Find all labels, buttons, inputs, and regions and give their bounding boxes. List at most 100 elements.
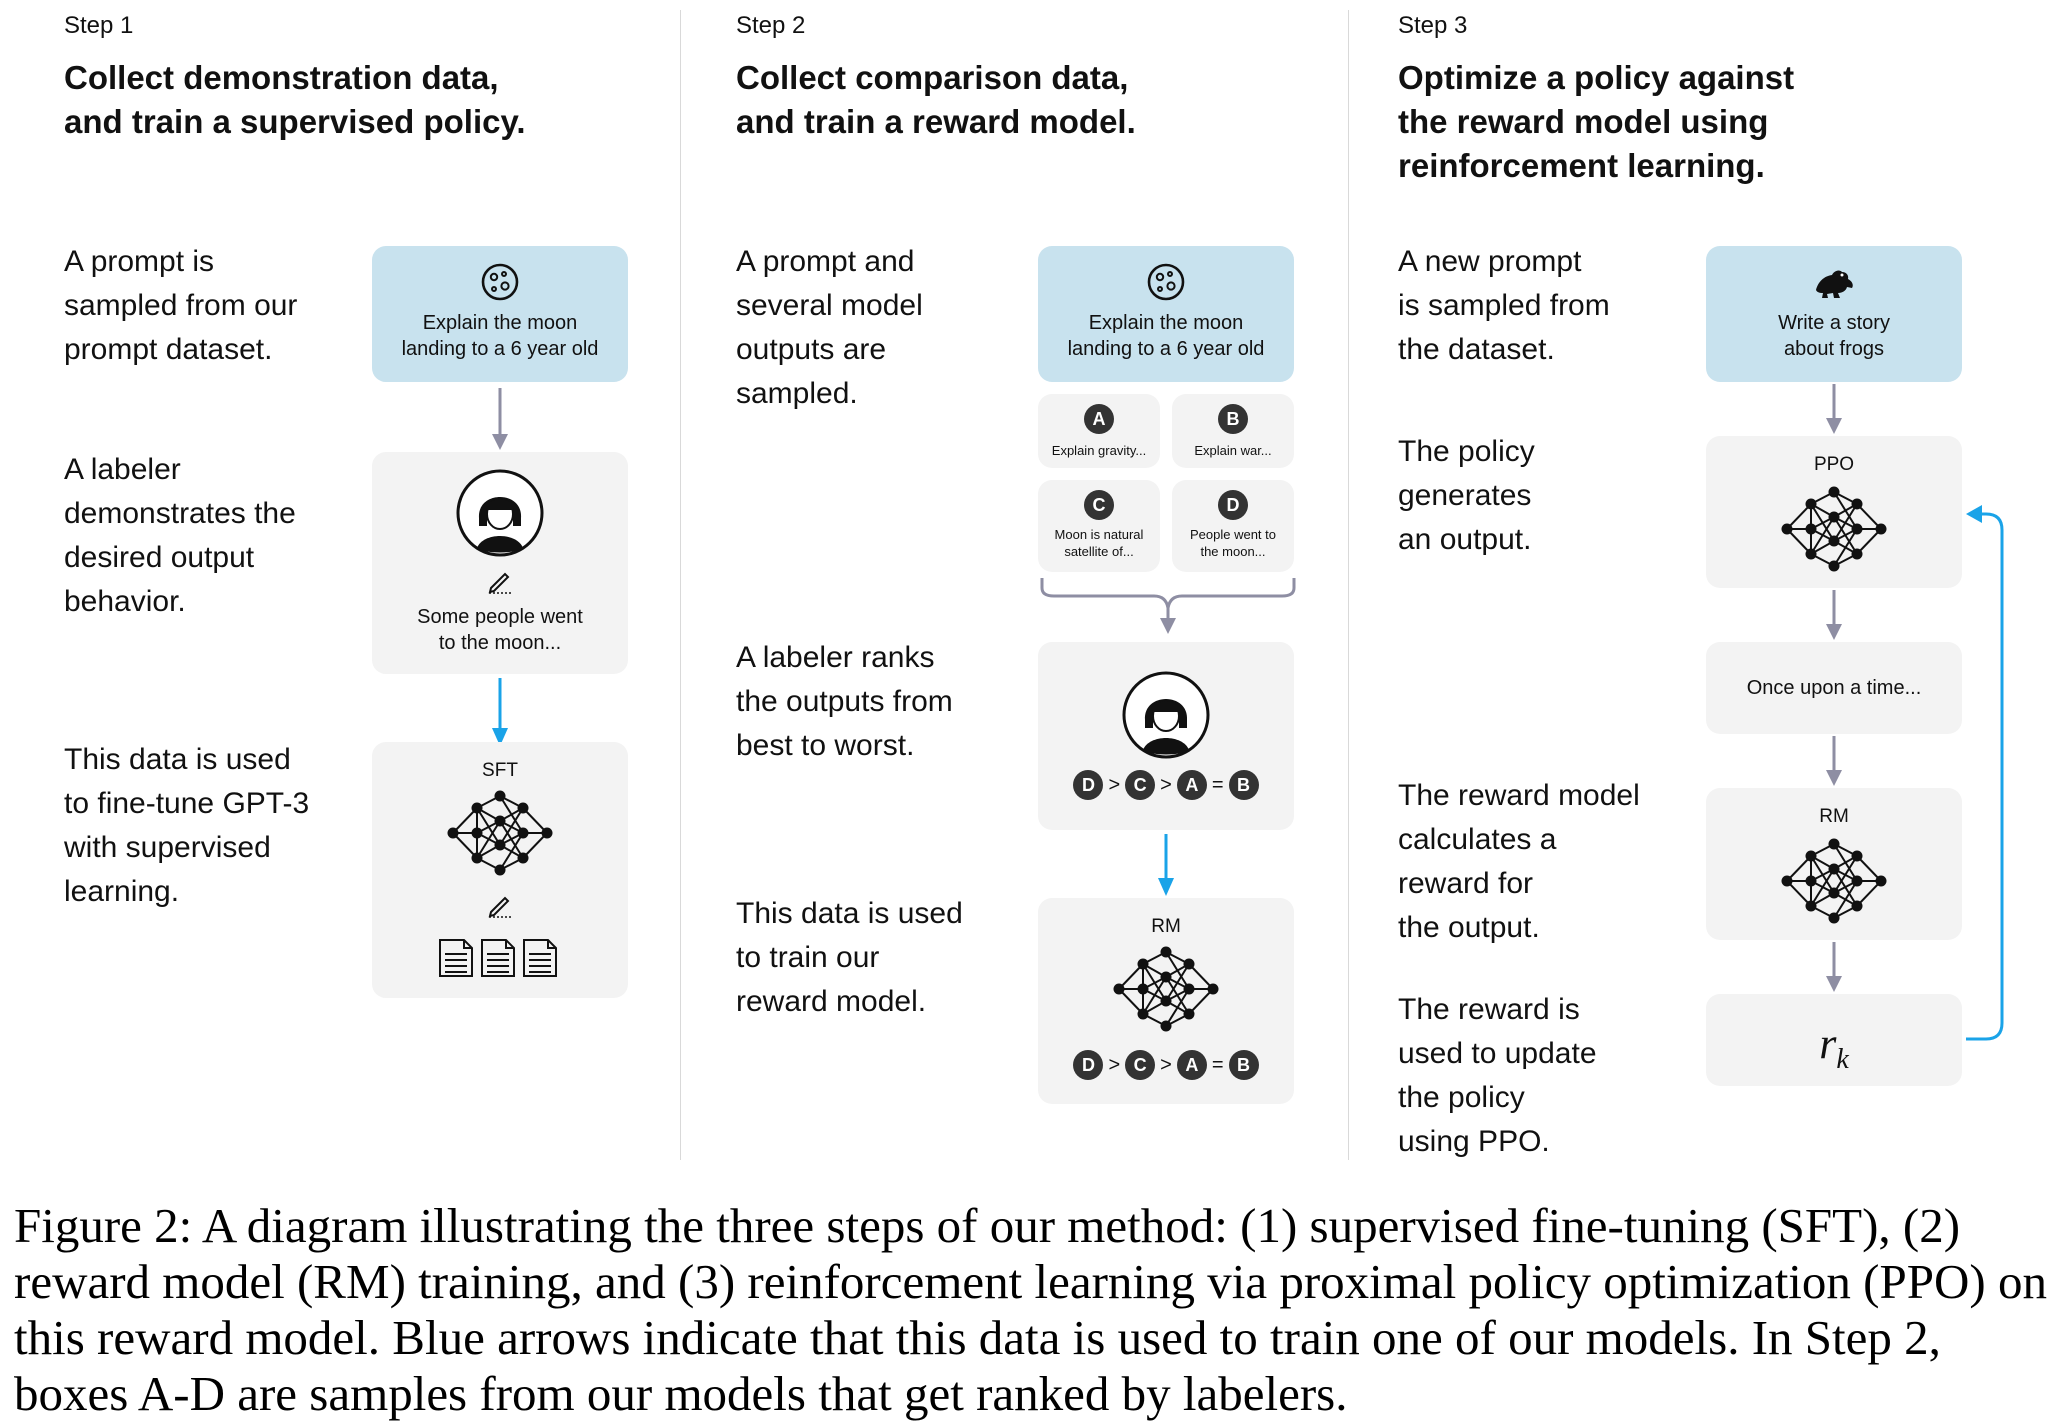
net-node <box>447 827 459 839</box>
document-icon <box>439 939 557 977</box>
net-edge <box>1833 503 1858 542</box>
rank-operator: > <box>1160 773 1172 796</box>
moon-icon <box>1147 263 1185 301</box>
output-text: Explain war... <box>1172 442 1294 459</box>
step1-desc-prompt: A prompt is sampled from our prompt data… <box>64 240 297 372</box>
desc-line: behavior. <box>64 585 186 618</box>
step1-labeler-box: Some people went to the moon... <box>372 452 628 674</box>
step3-desc-reward-model: The reward model calculates a reward for… <box>1398 774 1640 950</box>
prompt-text: Write a story about frogs <box>1706 310 1962 362</box>
labeler-avatar <box>456 469 544 557</box>
pencil-icon <box>488 572 511 594</box>
desc-line: is sampled from <box>1398 289 1610 322</box>
neural-net-icon <box>1113 946 1219 1032</box>
step3-output-box: Once upon a time... <box>1706 642 1962 734</box>
step3-heading-line: reinforcement learning. <box>1398 147 1765 184</box>
output-box-c: C Moon is natural satellite of... <box>1038 480 1160 572</box>
arrow-down <box>1826 736 1842 786</box>
step1-sft-box: SFT <box>372 742 628 998</box>
rank-item: B <box>1228 1050 1259 1080</box>
desc-line: sampled from our <box>64 289 298 322</box>
step2-heading: Collect comparison data, and train a rew… <box>736 56 1136 144</box>
desc-line: This data is used <box>736 897 963 930</box>
net-node <box>517 802 529 814</box>
blue-arrow-down <box>492 678 508 746</box>
desc-line: prompt dataset. <box>64 333 273 366</box>
net-edge <box>1188 988 1214 1015</box>
net-node <box>1207 983 1219 995</box>
step1-heading: Collect demonstration data, and train a … <box>64 56 526 144</box>
blue-arrow-down <box>1158 834 1174 896</box>
net-edge <box>1856 503 1882 530</box>
net-node <box>1137 1008 1149 1020</box>
net-node <box>1160 946 1172 958</box>
figure-caption: Figure 2: A diagram illustrating the thr… <box>14 1198 2047 1421</box>
net-node <box>1160 971 1172 983</box>
net-node <box>1828 560 1840 572</box>
step2-heading-line: Collect comparison data, <box>736 59 1129 96</box>
net-edge <box>1786 880 1812 907</box>
net-node <box>1851 850 1863 862</box>
step2-heading-line: and train a reward model. <box>736 103 1136 140</box>
net-edge <box>1833 855 1858 894</box>
desc-line: several model <box>736 289 923 322</box>
net-edge <box>1142 976 1167 1015</box>
step1-heading-line: Collect demonstration data, <box>64 59 499 96</box>
net-edge <box>1856 528 1882 555</box>
net-edge <box>476 820 501 859</box>
desc-line: desired output <box>64 541 255 574</box>
desc-line: A labeler ranks <box>736 641 935 674</box>
prompt-line: Write a story <box>1778 312 1890 334</box>
net-node <box>1851 548 1863 560</box>
desc-line: A prompt and <box>736 245 915 278</box>
step3-heading-line: Optimize a policy against <box>1398 59 1795 96</box>
labeler-output-text: Some people went to the moon... <box>372 604 628 656</box>
net-edge <box>1786 503 1812 530</box>
net-edge <box>522 807 548 834</box>
output-line: Moon is natural <box>1054 527 1144 542</box>
desc-line: with supervised <box>64 831 271 864</box>
rank-item: C <box>1125 1050 1156 1080</box>
desc-line: the outputs from <box>736 685 953 718</box>
net-node <box>1137 958 1149 970</box>
neural-net-icon <box>1781 838 1887 924</box>
net-node <box>471 802 483 814</box>
net-node <box>1183 958 1195 970</box>
net-edge <box>452 832 478 859</box>
net-node <box>1805 523 1817 535</box>
output-letter-badge: C <box>1084 490 1114 520</box>
generated-output-text: Once upon a time... <box>1746 677 1922 699</box>
prompt-text: Explain the moon landing to a 6 year old <box>1038 310 1294 362</box>
desc-line: calculates a <box>1398 823 1557 856</box>
net-edge <box>1833 528 1858 567</box>
desc-line: This data is used <box>64 743 291 776</box>
desc-line: to fine-tune GPT-3 <box>64 787 310 820</box>
net-edge <box>1118 963 1144 990</box>
neural-net-icon <box>1781 486 1887 572</box>
output-text: Moon is natural satellite of... <box>1038 526 1160 560</box>
desc-line: using PPO. <box>1398 1125 1550 1158</box>
desc-line: the policy <box>1398 1081 1525 1114</box>
output-line: the moon... <box>1200 544 1266 559</box>
net-edge <box>1786 528 1812 555</box>
desc-line: A prompt is <box>64 245 215 278</box>
output-letter-badge: B <box>1218 404 1248 434</box>
output-line: Explain gravity... <box>1051 443 1147 458</box>
rank-operator: = <box>1211 773 1224 796</box>
reward-value: rk <box>1706 1018 1962 1076</box>
net-node <box>1851 523 1863 535</box>
output-letter-badge: A <box>1084 404 1114 434</box>
rank-item: A <box>1176 1050 1207 1080</box>
desc-line: The reward is <box>1398 993 1580 1026</box>
net-node <box>1828 535 1840 547</box>
step2-prompt-box: Explain the moon landing to a 6 year old <box>1038 246 1294 382</box>
step3-label: Step 3 <box>1398 12 1468 39</box>
step2-rm-box: RM D>C>A=B <box>1038 898 1294 1104</box>
net-node <box>1805 548 1817 560</box>
desc-line: an output. <box>1398 523 1532 556</box>
net-edge <box>1810 516 1835 555</box>
step3-desc-update: The reward is used to update the policy … <box>1398 988 1597 1164</box>
labeler-line: Some people went <box>417 606 583 628</box>
net-node <box>1183 983 1195 995</box>
step1-heading-line: and train a supervised policy. <box>64 103 526 140</box>
